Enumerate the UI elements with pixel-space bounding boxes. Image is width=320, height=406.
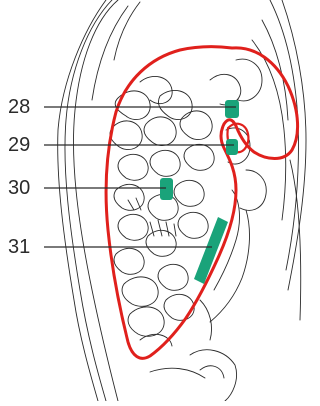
label-28: 28 [8,97,30,117]
marker-29 [226,139,238,155]
label-29: 29 [8,135,30,155]
peritoneal-boundary [106,47,298,359]
marker-28 [225,100,239,118]
marker-30 [160,178,173,200]
label-30: 30 [8,178,30,198]
label-31: 31 [8,237,30,257]
